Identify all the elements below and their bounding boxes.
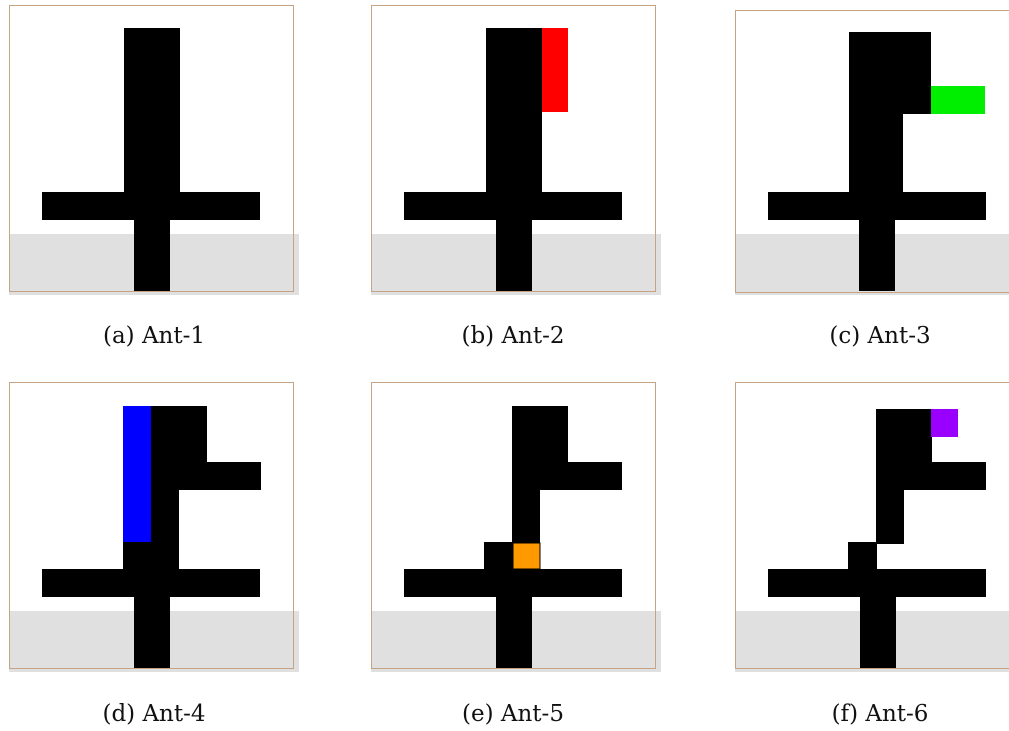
upper-torso — [849, 32, 931, 114]
panel-ant-2 — [371, 5, 661, 295]
middle-torso — [876, 462, 904, 544]
caption-ant-2: (b) Ant-2 — [461, 323, 565, 349]
panel-ant-1 — [9, 5, 299, 295]
caption-ant-4: (d) Ant-4 — [102, 701, 206, 727]
upper-torso — [151, 406, 207, 463]
hip-bar — [404, 192, 622, 220]
highlight-segment — [512, 542, 541, 570]
hip-bar — [768, 569, 986, 597]
lower-torso — [123, 542, 179, 570]
hip-bar — [42, 569, 260, 597]
leg-segment — [134, 219, 170, 291]
torso-segment — [124, 28, 180, 193]
ant-4-figure — [9, 382, 299, 672]
torso-segment — [486, 28, 542, 193]
highlight-segment — [542, 28, 568, 112]
ant-2-figure — [371, 5, 661, 295]
ant-1-figure — [9, 5, 299, 295]
border — [371, 382, 656, 669]
border — [9, 382, 294, 669]
lower-torso — [849, 113, 903, 193]
lower-left-torso — [848, 542, 877, 570]
panel-ant-5 — [371, 382, 661, 672]
arm-segment — [904, 462, 986, 490]
middle-torso — [151, 462, 179, 544]
leg-segment — [860, 596, 896, 668]
leg-segment — [496, 596, 532, 668]
hip-bar — [42, 192, 260, 220]
ant-3-figure — [735, 10, 1009, 295]
hip-bar — [768, 192, 986, 220]
arm-segment — [540, 462, 622, 490]
hip-bar — [404, 569, 622, 597]
ant-6-figure — [735, 382, 1009, 672]
border — [371, 5, 656, 292]
highlight-segment — [931, 409, 958, 437]
leg-segment — [134, 596, 170, 668]
border — [9, 5, 294, 292]
caption-ant-3: (c) Ant-3 — [829, 323, 931, 349]
panel-ant-3 — [735, 5, 1009, 295]
middle-torso — [512, 462, 540, 544]
leg-segment — [859, 219, 895, 291]
upper-torso — [512, 406, 568, 463]
ant-5-figure — [371, 382, 661, 672]
caption-ant-5: (e) Ant-5 — [462, 701, 564, 727]
upper-torso — [876, 409, 932, 463]
caption-ant-1: (a) Ant-1 — [102, 323, 206, 349]
panel-ant-4 — [9, 382, 299, 672]
lower-left-torso — [484, 542, 513, 570]
leg-segment — [496, 219, 532, 291]
panel-ant-6 — [735, 382, 1009, 672]
border — [735, 382, 1009, 669]
arm-segment — [179, 462, 261, 490]
border — [735, 10, 1009, 293]
highlight-segment — [123, 406, 151, 543]
caption-ant-6: (f) Ant-6 — [831, 701, 929, 727]
highlight-segment — [931, 86, 985, 114]
